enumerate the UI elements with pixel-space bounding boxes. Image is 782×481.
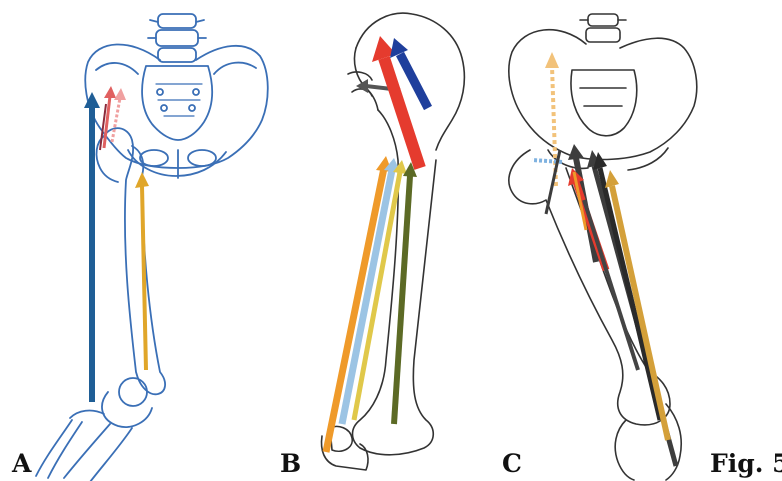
panel-c: [509, 14, 697, 480]
arrowhead: [135, 172, 149, 188]
panel-c-arrows: [532, 52, 676, 466]
panel-a-label: A: [11, 449, 32, 478]
panel-c-lumbar-spine: [580, 14, 626, 42]
panel-a-sacrum: [142, 66, 212, 140]
arrowhead: [356, 79, 368, 93]
panel-a-arrow-pink: [112, 98, 120, 142]
panel-a-arrow-gold: [142, 186, 146, 370]
panel-c-femur: [509, 150, 670, 425]
panel-c-arrow-dark-grey-3: [600, 168, 660, 420]
panel-b-arrows: [326, 36, 428, 452]
panel-a-lumbar-spine: [148, 14, 206, 62]
panel-b-arrow-olive: [394, 176, 410, 424]
arrowhead: [568, 144, 584, 160]
panel-c-label: C: [502, 449, 522, 478]
figure-caption: Fig. 5: [710, 449, 782, 478]
panel-c-pelvis: [509, 30, 697, 160]
panel-b-arrow-light-blue: [342, 170, 392, 424]
panel-c-sacrum: [571, 70, 637, 136]
arrowhead: [114, 88, 126, 100]
panel-a-femur: [104, 128, 165, 394]
panel-a-arrows: [84, 86, 149, 402]
arrowhead: [545, 52, 559, 68]
panel-b-label: B: [280, 449, 301, 478]
panel-a: [36, 14, 268, 481]
panel-b-arrow-blue: [400, 54, 428, 108]
panel-a-patella: [119, 378, 147, 406]
arrowhead: [605, 170, 619, 188]
arrowhead: [104, 86, 116, 98]
